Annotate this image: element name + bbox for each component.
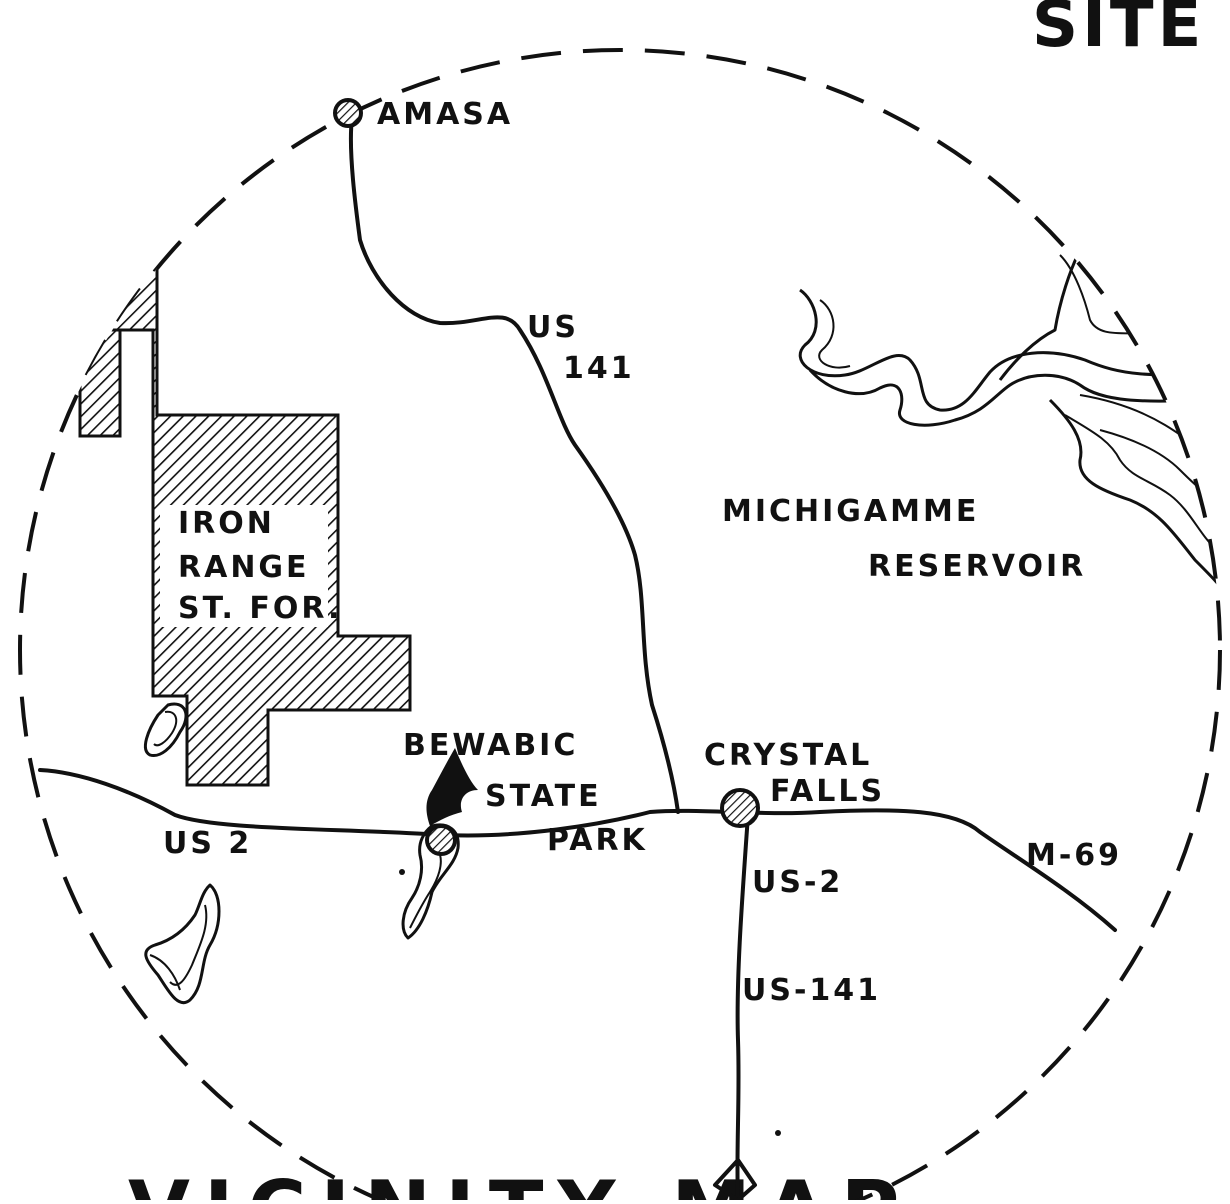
label-iron-range-3: ST. FOR. xyxy=(178,591,342,626)
bewabic-lake-filled xyxy=(426,748,478,826)
label-amasa: AMASA xyxy=(377,97,513,132)
reservoir-shore-3 xyxy=(998,243,1122,381)
vicinity-boundary-circle xyxy=(18,48,1222,1204)
forest-lake-inner xyxy=(153,710,178,747)
southwest-lake xyxy=(144,883,221,1004)
label-iron-range-2: RANGE xyxy=(178,550,310,585)
label-falls: FALLS xyxy=(770,774,885,809)
us2-road xyxy=(38,768,1117,932)
label-us2-left: US 2 xyxy=(163,826,252,861)
label-park: PARK xyxy=(547,823,648,858)
label-us2-right: US-2 xyxy=(752,865,843,900)
reservoir-shore-8 xyxy=(1099,429,1220,506)
map-content xyxy=(38,53,1220,1202)
reservoir-shore-6 xyxy=(1064,414,1216,549)
bewabic-lake-inner xyxy=(409,849,442,929)
label-us141-north-top: US xyxy=(527,310,579,345)
map-dot xyxy=(399,869,405,875)
forest-lake xyxy=(144,702,188,758)
label-us141-north-number: 141 xyxy=(563,351,635,386)
us141-north-road xyxy=(348,53,680,814)
label-state: STATE xyxy=(485,779,602,814)
label-reservoir: RESERVOIR xyxy=(868,549,1086,584)
reservoir-shore-2 xyxy=(808,368,1220,427)
forest-label-backdrop xyxy=(160,505,328,627)
bewabic-lake-outline xyxy=(401,823,460,940)
vicinity-map-title: VICINITY MAP xyxy=(128,1164,913,1200)
reservoir-shore-5 xyxy=(1048,398,1220,601)
hatched-circle-icon xyxy=(425,824,457,856)
reservoir-shore-4 xyxy=(1059,254,1220,338)
label-iron-range-1: IRON xyxy=(178,506,275,541)
reservoir-shore-9 xyxy=(818,299,851,369)
reservoir-shore-1 xyxy=(798,288,1220,412)
label-m69: M-69 xyxy=(1026,838,1122,873)
label-us141-south: US-141 xyxy=(742,973,881,1008)
label-michigamme: MICHIGAMME xyxy=(722,494,979,529)
site-title: SITE xyxy=(1032,0,1205,62)
label-crystal: CRYSTAL xyxy=(704,738,872,773)
us141-south-road xyxy=(735,813,750,1202)
iron-range-forest-edge xyxy=(78,328,122,438)
label-bewabic: BEWABIC xyxy=(403,728,578,763)
map-dot-south xyxy=(775,1130,781,1136)
hatched-circle-icon xyxy=(720,788,760,828)
hatched-circle-icon xyxy=(333,98,363,128)
southwest-lake-inner-2 xyxy=(149,954,181,991)
